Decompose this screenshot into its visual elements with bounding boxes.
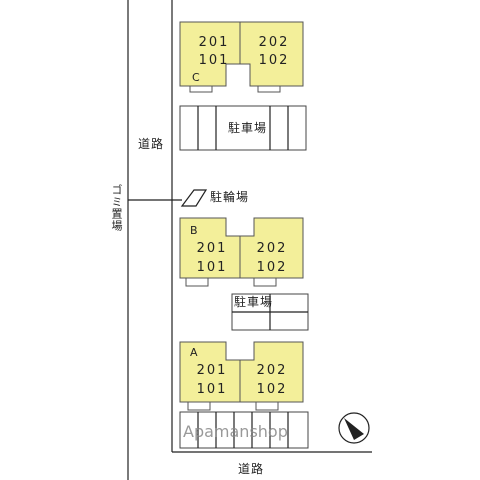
parking-bottom (179, 411, 309, 449)
bicycle-parking-label: 駐輪場 (210, 190, 250, 204)
parking-top (179, 105, 307, 151)
garbage-area-label: ゴミ置場 (110, 184, 123, 232)
room-c-101: 101 (198, 53, 230, 68)
room-c-102: 102 (258, 53, 290, 68)
porch (255, 401, 279, 411)
building-c-letter: C (192, 71, 201, 84)
bicycle-parking-shape (180, 189, 208, 207)
building-c (179, 21, 304, 93)
unit-a-right (239, 341, 304, 403)
porch (253, 277, 277, 287)
room-b-101: 101 (196, 260, 228, 275)
parking-label-middle: 駐車場 (234, 295, 274, 309)
porch (187, 401, 211, 411)
room-b-102: 102 (256, 260, 288, 275)
room-c-201: 201 (198, 35, 230, 50)
room-a-102: 102 (256, 382, 288, 397)
room-b-201: 201 (196, 241, 228, 256)
parking-middle (231, 293, 309, 331)
parking-label-top: 駐車場 (228, 121, 268, 135)
north-arrow-icon (338, 412, 370, 444)
building-a-letter: A (190, 346, 199, 359)
room-a-201: 201 (196, 363, 228, 378)
room-c-202: 202 (258, 35, 290, 50)
unit-b-right (239, 217, 304, 279)
room-a-202: 202 (256, 363, 288, 378)
building-b (179, 217, 304, 287)
building-a (179, 341, 304, 411)
unit-c-right (239, 21, 304, 87)
building-b-letter: B (190, 224, 199, 237)
road-label-west: 道路 (138, 137, 165, 151)
road-label-south: 道路 (238, 462, 265, 476)
watermark: Apamanshop (183, 422, 288, 441)
porch (185, 277, 209, 287)
room-b-202: 202 (256, 241, 288, 256)
room-a-101: 101 (196, 382, 228, 397)
